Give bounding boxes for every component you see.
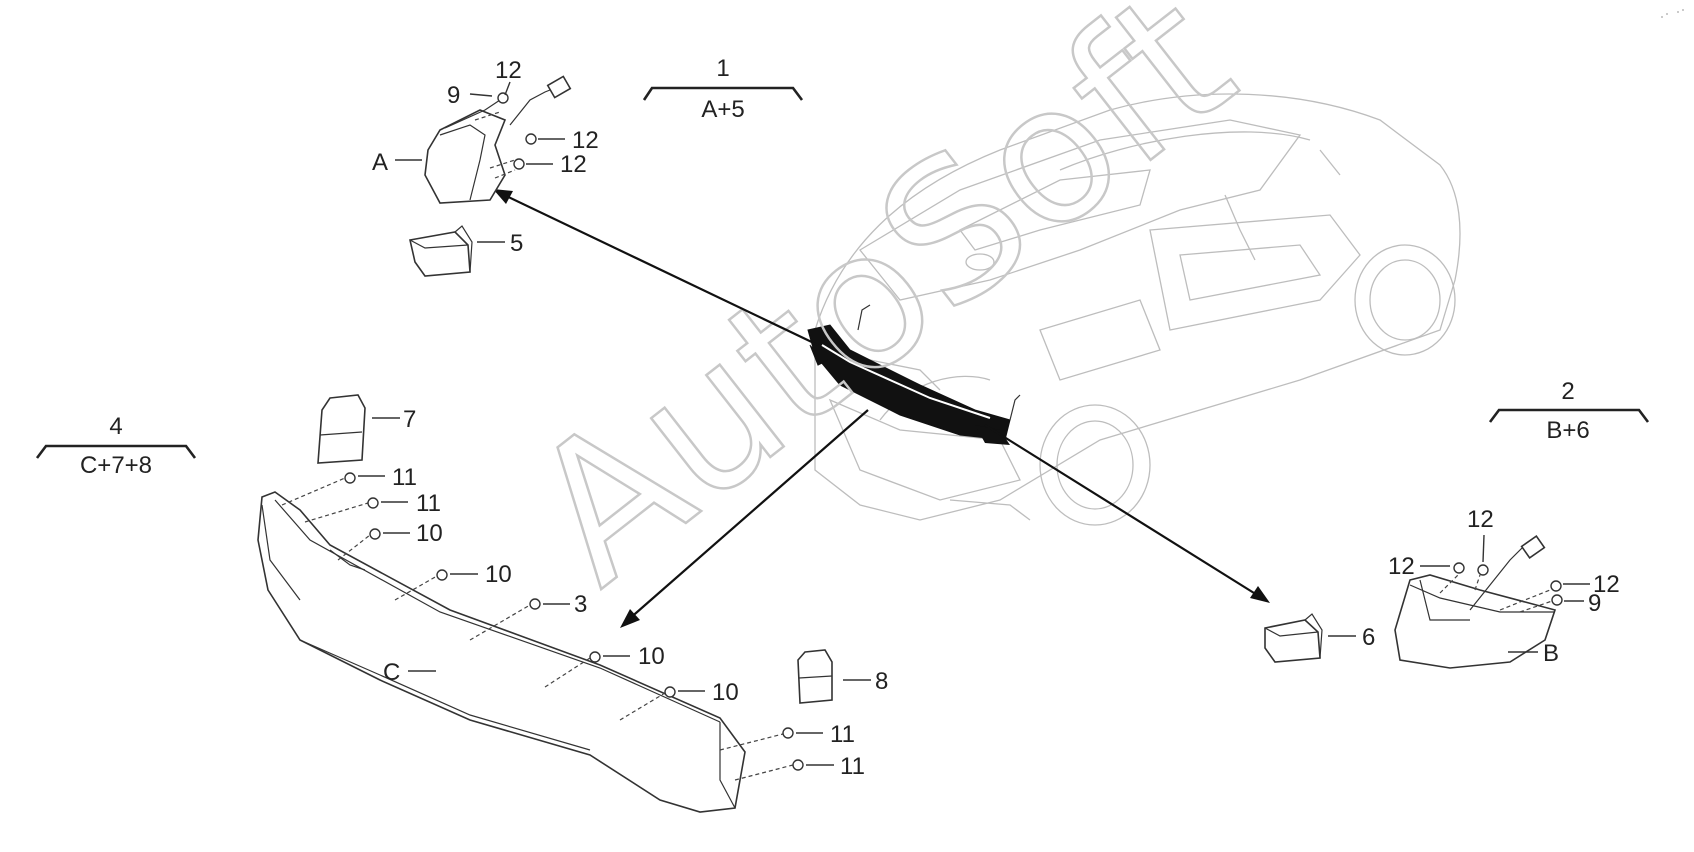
label-12-right-right: 12 — [1593, 571, 1620, 598]
label-11-a: 11 — [392, 464, 417, 491]
label-7: 7 — [403, 406, 416, 433]
label-10-c: 10 — [638, 643, 665, 670]
label-b: B — [1543, 640, 1559, 667]
part-8-lens — [797, 649, 833, 704]
part-5-socket — [409, 225, 473, 277]
highlighted-light-assembly — [807, 304, 1021, 445]
label-c: C — [383, 659, 400, 686]
label-a: A — [372, 149, 388, 176]
label-12-left-top: 12 — [495, 57, 522, 84]
label-9-right: 9 — [1588, 590, 1601, 617]
group-4-content: C+7+8 — [80, 452, 152, 479]
label-10-b: 10 — [485, 561, 512, 588]
group-2-content: B+6 — [1546, 417, 1589, 444]
group-brace-1: 1 A+5 — [642, 55, 804, 123]
part-a-left-lamp — [424, 75, 572, 204]
label-8: 8 — [875, 668, 888, 695]
group-brace-4: 4 C+7+8 — [35, 413, 197, 479]
part-b-right-lamp — [1394, 534, 1563, 669]
label-11-c: 11 — [830, 721, 855, 748]
part-c-bumper-trim — [257, 491, 746, 813]
label-9-left: 9 — [447, 82, 460, 109]
group-1-content: A+5 — [701, 96, 744, 123]
label-12-right-left: 12 — [1388, 553, 1415, 580]
label-6: 6 — [1362, 624, 1375, 651]
group-brace-2: 2 B+6 — [1488, 378, 1650, 444]
label-11-d: 11 — [840, 753, 865, 780]
label-12-right-top: 12 — [1467, 506, 1494, 533]
group-4-number: 4 — [109, 413, 122, 440]
group-2-number: 2 — [1561, 378, 1574, 405]
label-3: 3 — [574, 591, 587, 618]
label-12-left-low: 12 — [560, 151, 587, 178]
corner-marks — [1661, 9, 1684, 18]
part-7-lens — [317, 394, 366, 464]
part-6-socket — [1264, 613, 1323, 663]
group-1-number: 1 — [716, 55, 729, 82]
label-12-left-mid: 12 — [572, 127, 599, 154]
label-11-b: 11 — [416, 490, 441, 517]
label-5: 5 — [510, 230, 523, 257]
arrows — [493, 189, 1270, 628]
bumper-fasteners: 11 11 10 10 3 10 10 11 11 — [281, 464, 865, 781]
label-10-d: 10 — [712, 679, 739, 706]
label-10-a: 10 — [416, 520, 443, 547]
